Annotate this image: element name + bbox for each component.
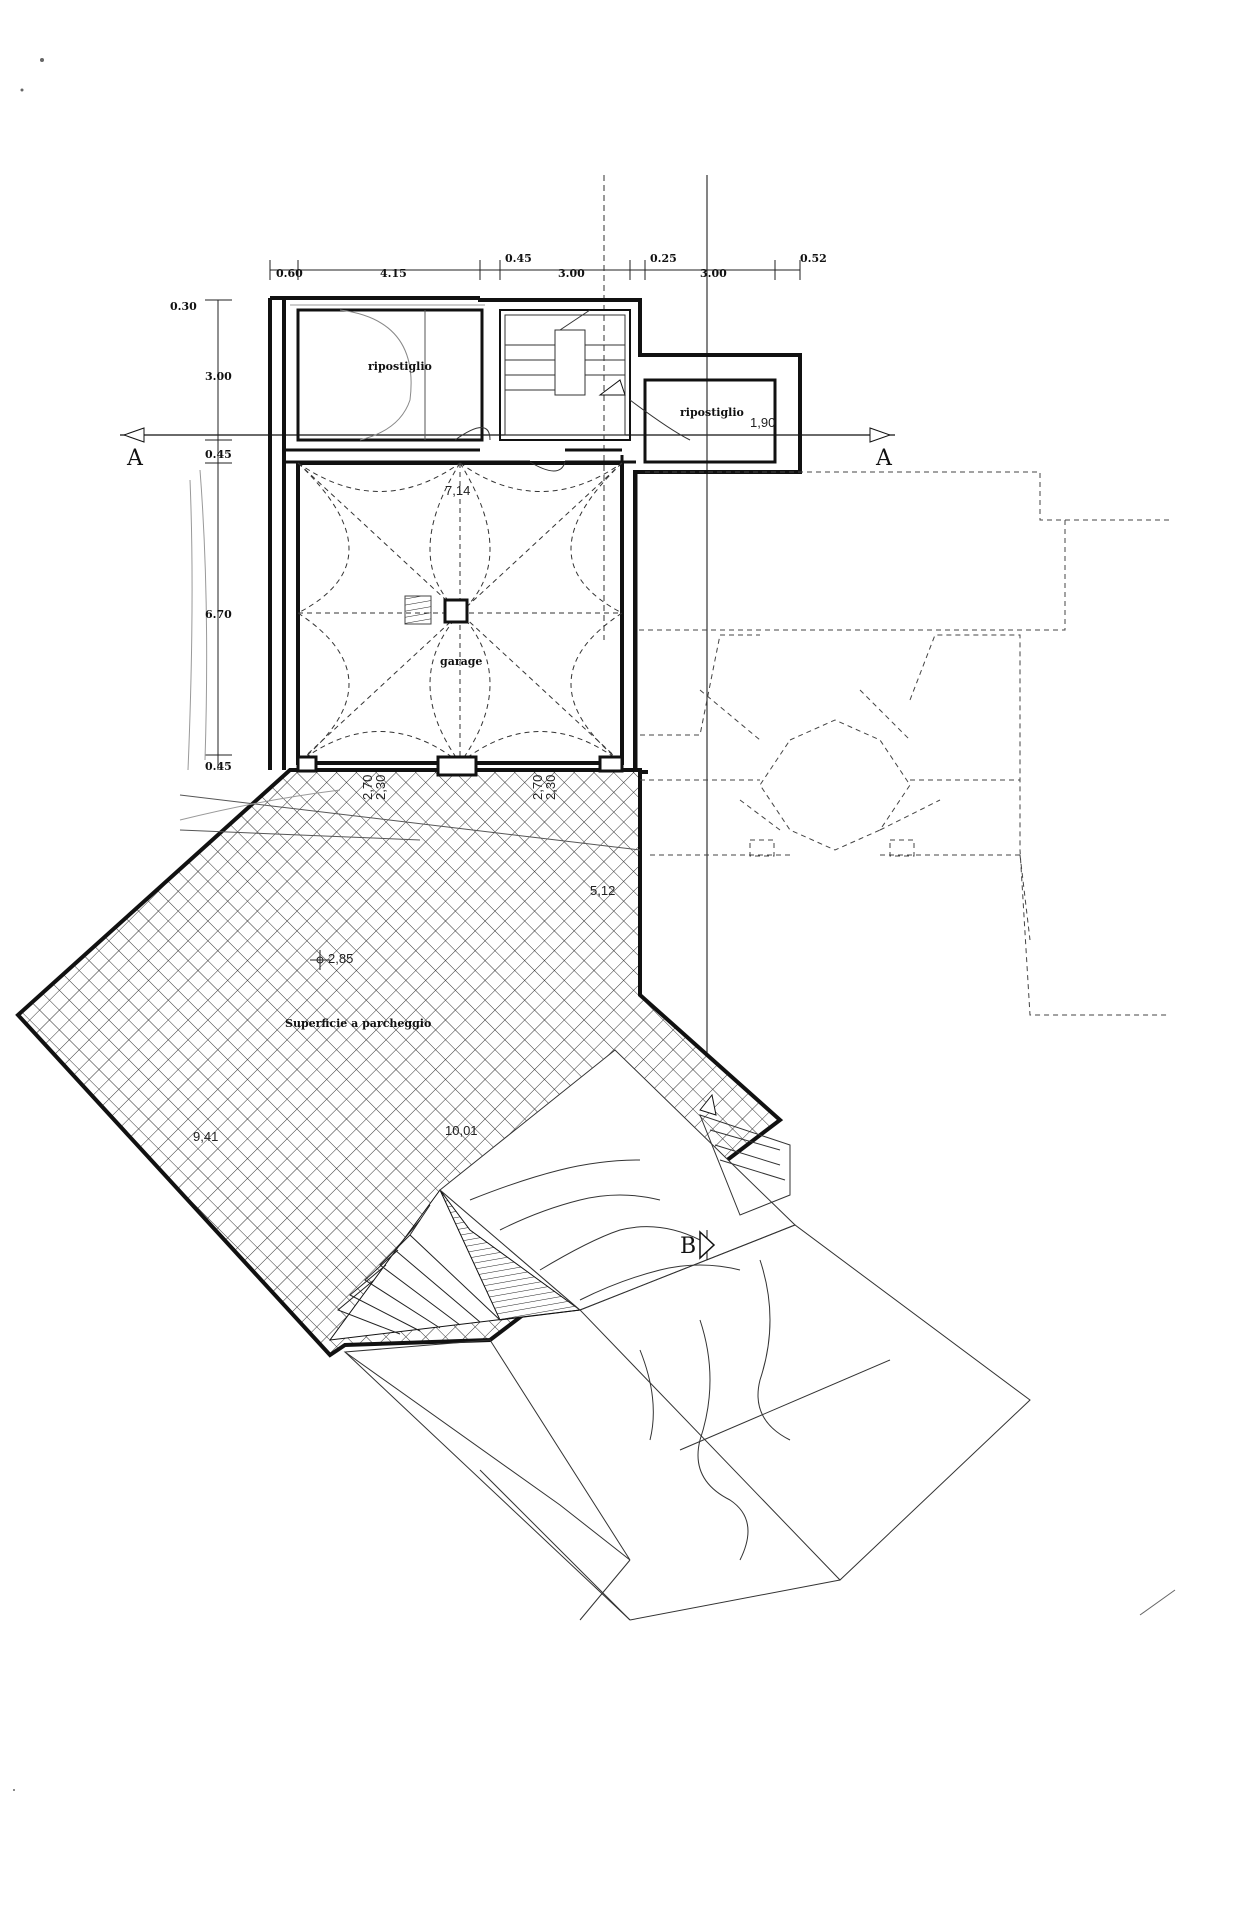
room-label-garage: garage	[440, 655, 482, 668]
section-marker-a-left: A	[126, 446, 144, 471]
adjacent-parcel	[343, 1224, 1031, 1621]
dim-top-1: 4.15	[380, 267, 407, 280]
section-marker-b-arrow	[699, 1230, 716, 1260]
outdoor-steps	[699, 1093, 791, 1216]
dim-left-2: 0.45	[205, 448, 232, 461]
door-piers	[296, 755, 624, 777]
room-label-storage-right: ripostiglio	[680, 406, 744, 419]
measure-door-left-a: 2,70	[360, 775, 375, 800]
measure-spot-level: 2,85	[328, 951, 353, 966]
measure-parking-left-side: 9,41	[193, 1129, 218, 1144]
dim-left-3: 6.70	[205, 608, 232, 621]
dim-left-4: 0.45	[205, 760, 232, 773]
building-walls	[268, 296, 802, 774]
dim-left-1: 3.00	[205, 370, 232, 383]
spot-level-marker	[310, 950, 330, 970]
dim-left-0: 0.30	[170, 300, 197, 313]
dim-top-6: 0.52	[800, 252, 827, 265]
dim-top-3: 3.00	[558, 267, 585, 280]
dim-top-0: 0.60	[276, 267, 303, 280]
staircase	[504, 309, 626, 436]
neighbour-building	[638, 471, 1170, 1016]
section-marker-a-right: A	[875, 446, 893, 471]
dim-top-4: 0.25	[650, 252, 677, 265]
dim-top-5: 3.00	[700, 267, 727, 280]
storage-left-sketch	[290, 304, 485, 441]
measure-parking-diagonal: 10,01	[445, 1123, 478, 1138]
doors	[454, 399, 691, 472]
measure-parking-right-side: 5,12	[590, 883, 615, 898]
measure-door-right-a: 2,70	[530, 775, 545, 800]
room-label-parking: Superficie a parcheggio	[285, 1017, 431, 1030]
room-label-storage-left: ripostiglio	[368, 360, 432, 373]
measure-storage-right-width: 1,90	[750, 415, 775, 430]
dim-top-2: 0.45	[505, 252, 532, 265]
garage-column	[443, 598, 469, 624]
measure-door-right-b: 2,30	[543, 775, 558, 800]
measure-garage-span: 7,14	[445, 483, 470, 498]
garage-pillar-hatch	[404, 595, 432, 625]
section-marker-b: B	[680, 1234, 696, 1259]
top-dimension-line	[269, 260, 801, 280]
measure-door-left-b: 2,30	[373, 775, 388, 800]
scan-specks	[13, 58, 1176, 1791]
left-dimension-line	[179, 299, 341, 821]
